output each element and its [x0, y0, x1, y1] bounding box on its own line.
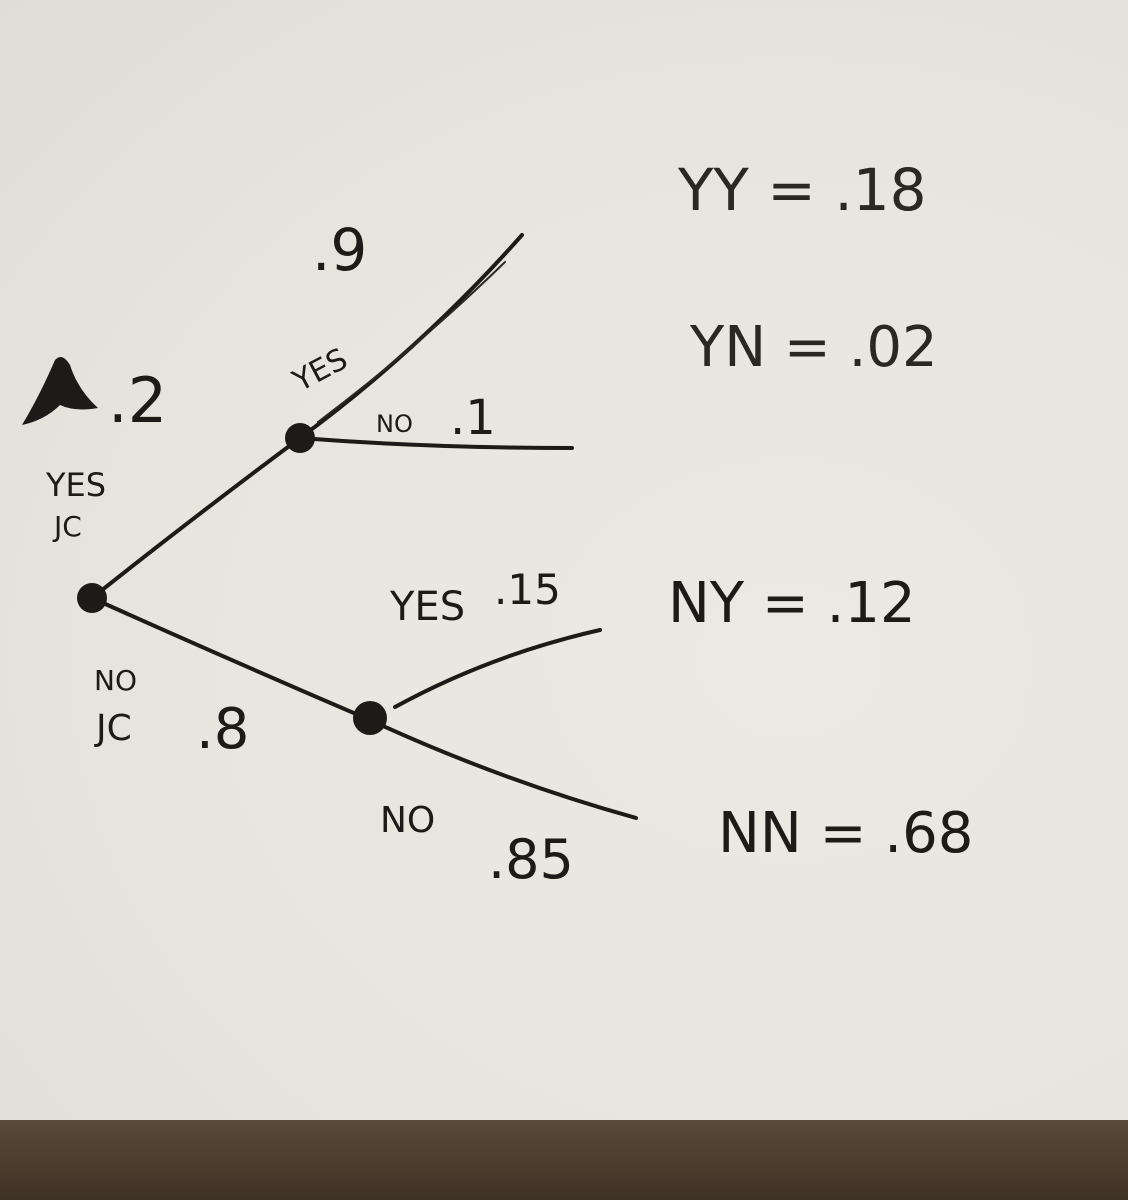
- result-yn: YN = .02: [689, 315, 938, 380]
- branch-root-to-yes: [90, 436, 302, 600]
- root-node: [77, 583, 107, 613]
- root-yes-label-line2: JC: [52, 510, 82, 543]
- ink-scribble: [22, 356, 98, 425]
- no-yes-label: YES: [389, 584, 465, 630]
- table-surface: [0, 1120, 1128, 1200]
- yes-no-label: NO: [376, 410, 413, 438]
- branch-yes-no: [298, 436, 574, 450]
- branch-no-no: [368, 718, 638, 820]
- branch-no-yes: [393, 628, 602, 709]
- yes-node: [285, 423, 315, 453]
- no-yes-prob: .15: [494, 565, 561, 614]
- yes-yes-label: YES: [286, 342, 353, 400]
- yes-no-prob: .1: [450, 390, 496, 446]
- root-no-label-line2: JC: [94, 708, 132, 749]
- no-no-prob: .85: [488, 828, 574, 891]
- root-yes-label-line1: YES: [45, 466, 106, 504]
- root-no-prob: .8: [196, 697, 249, 762]
- result-ny: NY = .12: [668, 571, 916, 636]
- result-yn-label: YN = .02: [689, 315, 938, 380]
- root-no-label-line1: NO: [94, 664, 137, 697]
- root-yes-prob: .2: [108, 364, 167, 437]
- no-node: [353, 701, 387, 735]
- result-nn: NN = .68: [718, 801, 973, 866]
- branch-yes-yes-shading: [317, 261, 506, 423]
- yes-yes-prob: .9: [312, 216, 367, 284]
- result-nn-label: NN = .68: [718, 801, 973, 866]
- result-ny-label: NY = .12: [668, 571, 916, 636]
- no-no-label: NO: [380, 800, 435, 841]
- result-yy: YY = .18: [677, 156, 927, 224]
- result-yy-label: YY = .18: [677, 156, 927, 224]
- branch-root-to-no: [90, 596, 372, 722]
